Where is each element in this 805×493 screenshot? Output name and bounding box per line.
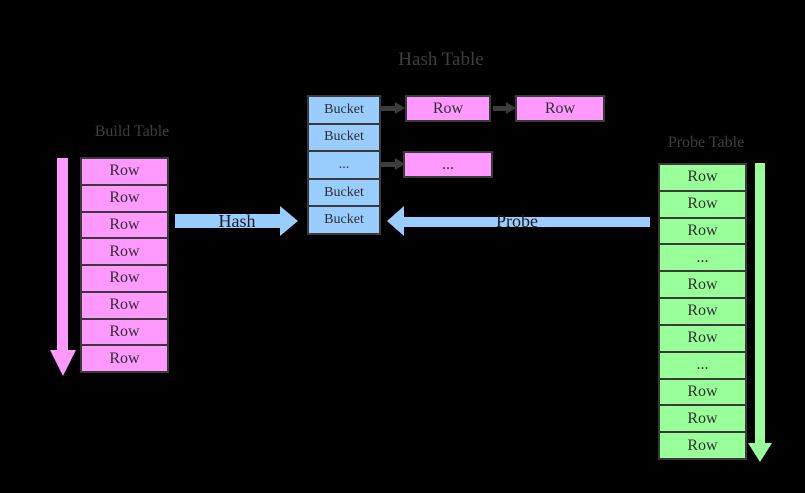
build-table-row: Row: [82, 185, 167, 213]
build-scan-down-arrow-icon: [57, 158, 68, 350]
build-table-label: Build Table: [94, 123, 170, 140]
probe-table-label: Probe Table: [667, 134, 745, 151]
build-table: Row Row Row Row Row Row Row Row: [80, 157, 169, 373]
bucket-cell: Bucket: [309, 179, 379, 208]
probe-table: Row Row Row ... Row Row Row ... Row Row …: [658, 163, 747, 460]
probe-table-row: Row: [660, 433, 745, 458]
build-table-row: Row: [82, 319, 167, 347]
build-table-row: Row: [82, 266, 167, 293]
probe-table-row: Row: [660, 325, 745, 353]
chained-row-ellipsis: ...: [403, 151, 493, 178]
chain-link-arrowhead-icon: [395, 158, 405, 170]
probe-table-row: ...: [660, 245, 745, 273]
hash-arrow-label: Hash: [218, 211, 256, 231]
probe-scan-down-arrow-icon: [755, 163, 765, 443]
hash-arrowhead-icon: [280, 206, 298, 236]
probe-table-row: Row: [660, 406, 745, 434]
chained-row: Row: [515, 95, 605, 122]
probe-scan-down-arrowhead-icon: [748, 443, 772, 462]
chain-link-arrow-icon: [381, 162, 396, 167]
chained-row: Row: [405, 95, 491, 122]
probe-table-row: Row: [660, 165, 745, 192]
bucket-cell: ...: [309, 152, 379, 180]
build-table-row: Row: [82, 159, 167, 186]
hash-arrow-icon: [175, 214, 280, 228]
bucket-cell: Bucket: [309, 97, 379, 125]
chain-link-arrow-icon: [493, 106, 507, 111]
chain-link-arrow-icon: [381, 106, 396, 111]
hash-table-buckets: Bucket Bucket ... Bucket Bucket: [307, 95, 381, 235]
probe-table-row: Row: [660, 299, 745, 326]
hash-table-title: Hash Table: [398, 49, 484, 70]
probe-table-row: Row: [660, 379, 745, 407]
probe-arrowhead-icon: [387, 206, 404, 236]
probe-table-row: Row: [660, 191, 745, 219]
probe-arrow-icon: [404, 217, 650, 227]
probe-table-row: Row: [660, 218, 745, 246]
build-scan-down-arrowhead-icon: [50, 350, 76, 376]
build-table-row: Row: [82, 239, 167, 266]
probe-table-row: ...: [660, 352, 745, 380]
chain-link-arrowhead-icon: [506, 102, 516, 114]
probe-table-row: Row: [660, 272, 745, 300]
build-table-row: Row: [82, 292, 167, 320]
build-table-row: Row: [82, 346, 167, 371]
bucket-cell: Bucket: [309, 207, 379, 233]
bucket-cell: Bucket: [309, 124, 379, 153]
chain-link-arrowhead-icon: [395, 102, 405, 114]
build-table-row: Row: [82, 212, 167, 240]
probe-arrow-label: Probe: [496, 211, 538, 231]
